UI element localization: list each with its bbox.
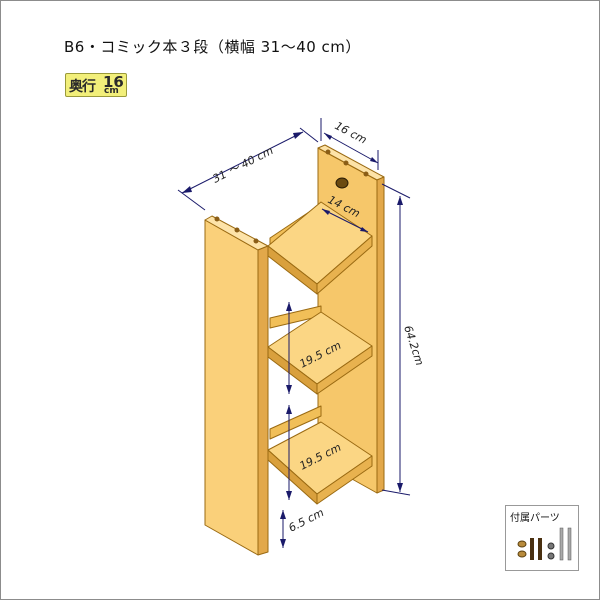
wood-dowel-icon (538, 538, 542, 560)
shelf-middle-side (316, 345, 373, 395)
included-parts-label: 付属パーツ (510, 513, 560, 524)
parts-icons (517, 527, 572, 561)
included-parts-box: 付属パーツ (505, 505, 579, 571)
back-rail-lower (269, 405, 322, 440)
shelf-bottom-side (316, 455, 373, 505)
left-side-panel-face (204, 219, 259, 556)
total-height-label: 64.2cm (401, 324, 426, 367)
dimension-arrowheads (182, 132, 403, 548)
wood-dowel-icon (530, 538, 534, 560)
bolt-icon (567, 527, 572, 561)
dimension-lines (177, 118, 411, 548)
depth-badge-label: 奥行 (69, 79, 96, 95)
left-side-panel-edge (257, 245, 269, 556)
dowel-cap-icon (517, 540, 527, 548)
hanging-hole-icon (335, 177, 349, 189)
width-range-label: 31 ～ 40 cm (210, 144, 275, 186)
dowel-cap-icon (517, 550, 527, 558)
depth-badge: 奥行 16 cm (65, 73, 127, 97)
page-title: B6・コミック本３段（横幅 31〜40 cm） (64, 38, 361, 56)
depth-outer-label: 16 cm (333, 119, 369, 147)
right-side-panel-edge (376, 176, 385, 494)
cam-lock-icon (547, 552, 555, 560)
depth-badge-value: 16 (103, 73, 124, 91)
cam-lock-icon (547, 542, 555, 550)
base-height-label: 6.5 cm (286, 506, 326, 535)
depth-badge-unit: cm (104, 86, 119, 96)
dowel-holes (214, 149, 369, 244)
bolt-icon (559, 527, 564, 561)
shelf-top-side (316, 235, 373, 295)
